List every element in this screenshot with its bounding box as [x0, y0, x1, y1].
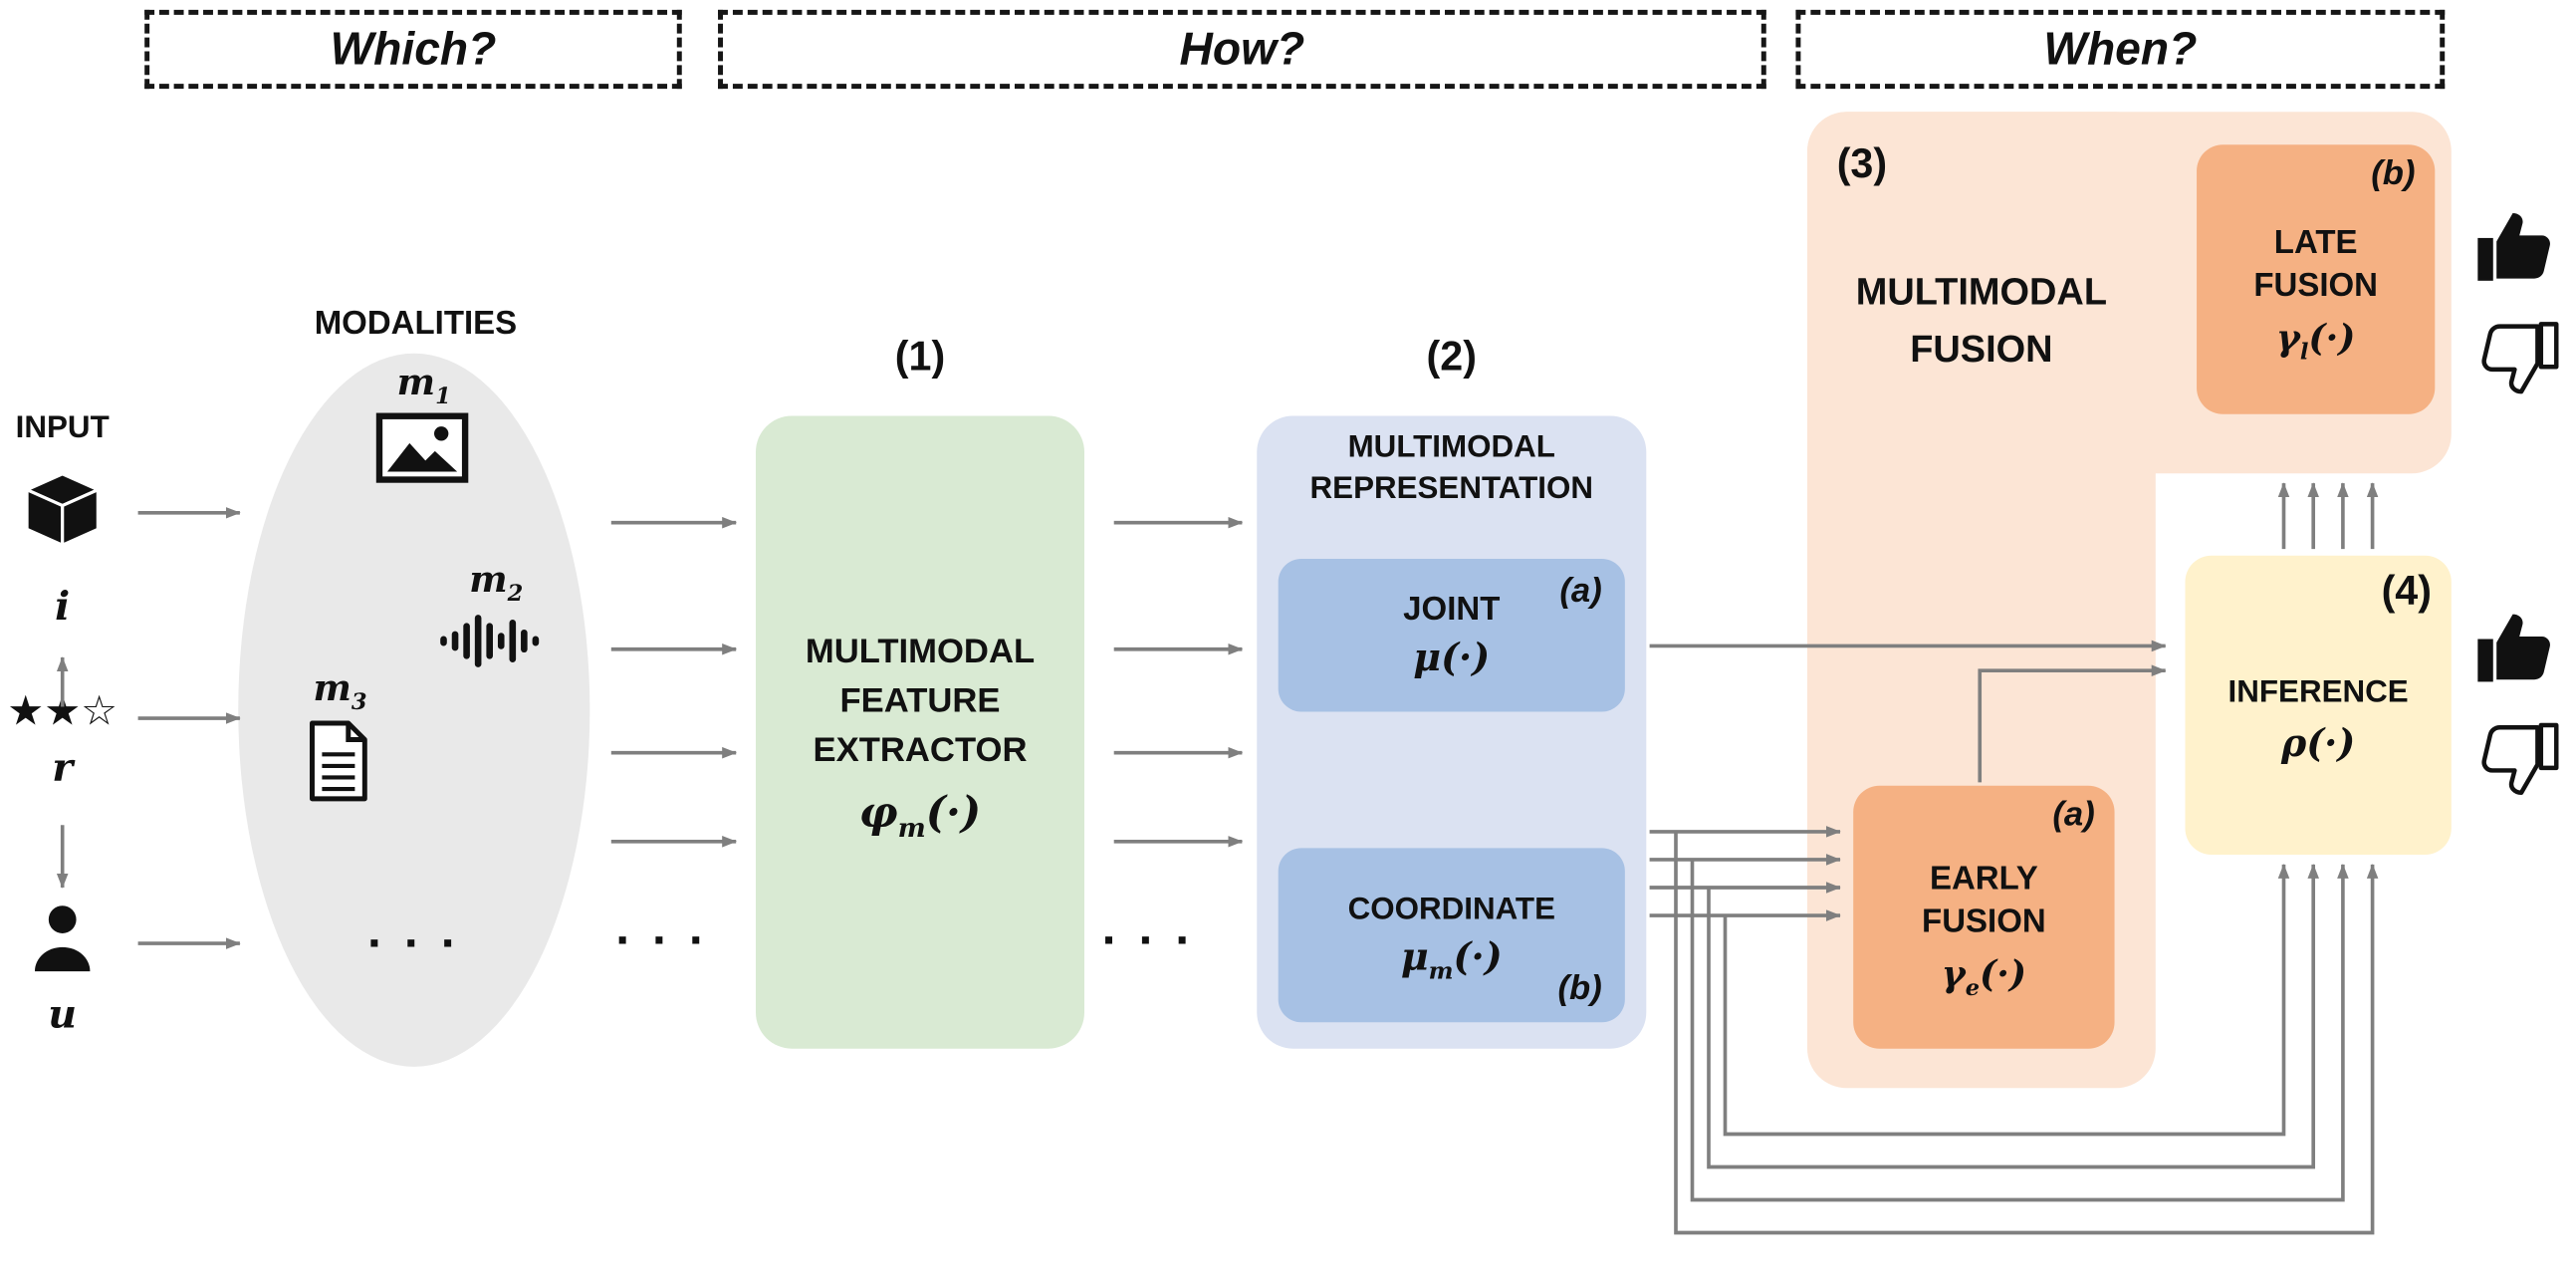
- when-question-box: When?: [1795, 9, 2446, 90]
- coordinate-tag: (b): [1557, 969, 1602, 1008]
- fusion-title-line: MULTIMODAL: [1855, 269, 2108, 313]
- late-fusion-line: LATE: [2273, 225, 2358, 262]
- modality-m2-label: m2: [469, 559, 524, 608]
- extractor-to-representation-arrows: [1113, 516, 1244, 848]
- representation-number: (2): [1426, 333, 1477, 381]
- coordinate-label: COORDINATE: [1347, 892, 1555, 926]
- audio-waveform-icon: [437, 612, 552, 670]
- document-modality-icon: [306, 720, 371, 803]
- picture-modality-icon: [374, 411, 470, 485]
- early-fusion-tag: (a): [2052, 795, 2095, 834]
- late-fusion-function: γl(·): [2275, 317, 2356, 366]
- late-fusion-box: (b) LATE FUSION γl(·): [2197, 144, 2436, 414]
- early-fusion-function: γe(·): [1941, 953, 2027, 1002]
- thumbs-down-icon: [2474, 720, 2560, 799]
- extractor-function: φm(·): [858, 788, 982, 843]
- when-label: When?: [2043, 23, 2198, 75]
- item-symbol: i: [55, 582, 71, 630]
- input-to-modalities-arrows: [137, 507, 241, 949]
- ellipsis-dots: · · ·: [1101, 913, 1196, 968]
- user-symbol: u: [48, 989, 78, 1038]
- joint-label: JOINT: [1403, 591, 1501, 628]
- which-question-box: Which?: [144, 9, 682, 90]
- early-fusion-box: (a) EARLY FUSION γe(·): [1853, 785, 2115, 1049]
- item-package-icon: [23, 470, 102, 549]
- extractor-title-line: FEATURE: [839, 680, 1001, 719]
- coordinate-function: μm(·): [1400, 934, 1503, 985]
- input-label: INPUT: [15, 410, 110, 446]
- thumbs-up-icon: [2474, 207, 2560, 286]
- extractor-title-line: EXTRACTOR: [813, 730, 1028, 769]
- joint-representation-box: (a) JOINT μ(·): [1278, 559, 1625, 712]
- inference-label: INFERENCE: [2227, 674, 2409, 709]
- joint-function: μ(·): [1413, 635, 1491, 680]
- rating-symbol: r: [52, 742, 74, 791]
- star-rating-icon: ★★☆: [7, 686, 118, 735]
- modalities-to-extractor-arrows: [610, 516, 738, 848]
- ellipsis-dots: · · ·: [615, 913, 709, 968]
- extractor-content: MULTIMODAL FEATURE EXTRACTOR φm(·): [756, 415, 1084, 1048]
- modalities-title: MODALITIES: [314, 305, 518, 343]
- user-person-icon: [28, 901, 97, 976]
- inference-number: (4): [2381, 568, 2432, 616]
- inference-function: ρ(·): [2280, 720, 2356, 766]
- how-question-box: How?: [718, 9, 1766, 90]
- how-label: How?: [1179, 23, 1305, 75]
- modality-m3-label: m3: [313, 666, 367, 716]
- coordinate-representation-box: (b) COORDINATE μm(·): [1278, 848, 1625, 1023]
- modality-m1-label: m1: [396, 362, 451, 410]
- inference-box: (4) INFERENCE ρ(·): [2185, 555, 2452, 855]
- ellipsis-dots: · · ·: [367, 916, 461, 972]
- extractor-title-line: MULTIMODAL: [805, 632, 1036, 670]
- inference-to-late-fusion-arrows: [2277, 482, 2379, 550]
- early-fusion-line: FUSION: [1922, 903, 2046, 940]
- extractor-number: (1): [894, 333, 946, 381]
- joint-tag: (a): [1559, 572, 1602, 611]
- late-fusion-tag: (b): [2371, 154, 2416, 193]
- fusion-number: (3): [1836, 140, 1888, 188]
- feature-extractor-block: [756, 415, 1084, 1049]
- fusion-title-line: FUSION: [1910, 327, 2053, 371]
- late-fusion-line: FUSION: [2253, 267, 2379, 305]
- early-fusion-line: EARLY: [1929, 861, 2038, 898]
- thumbs-up-icon: [2474, 609, 2560, 687]
- thumbs-down-icon: [2474, 319, 2560, 397]
- representation-title-line: MULTIMODAL: [1347, 430, 1555, 465]
- representation-title-line: REPRESENTATION: [1309, 471, 1594, 507]
- which-label: Which?: [330, 23, 497, 75]
